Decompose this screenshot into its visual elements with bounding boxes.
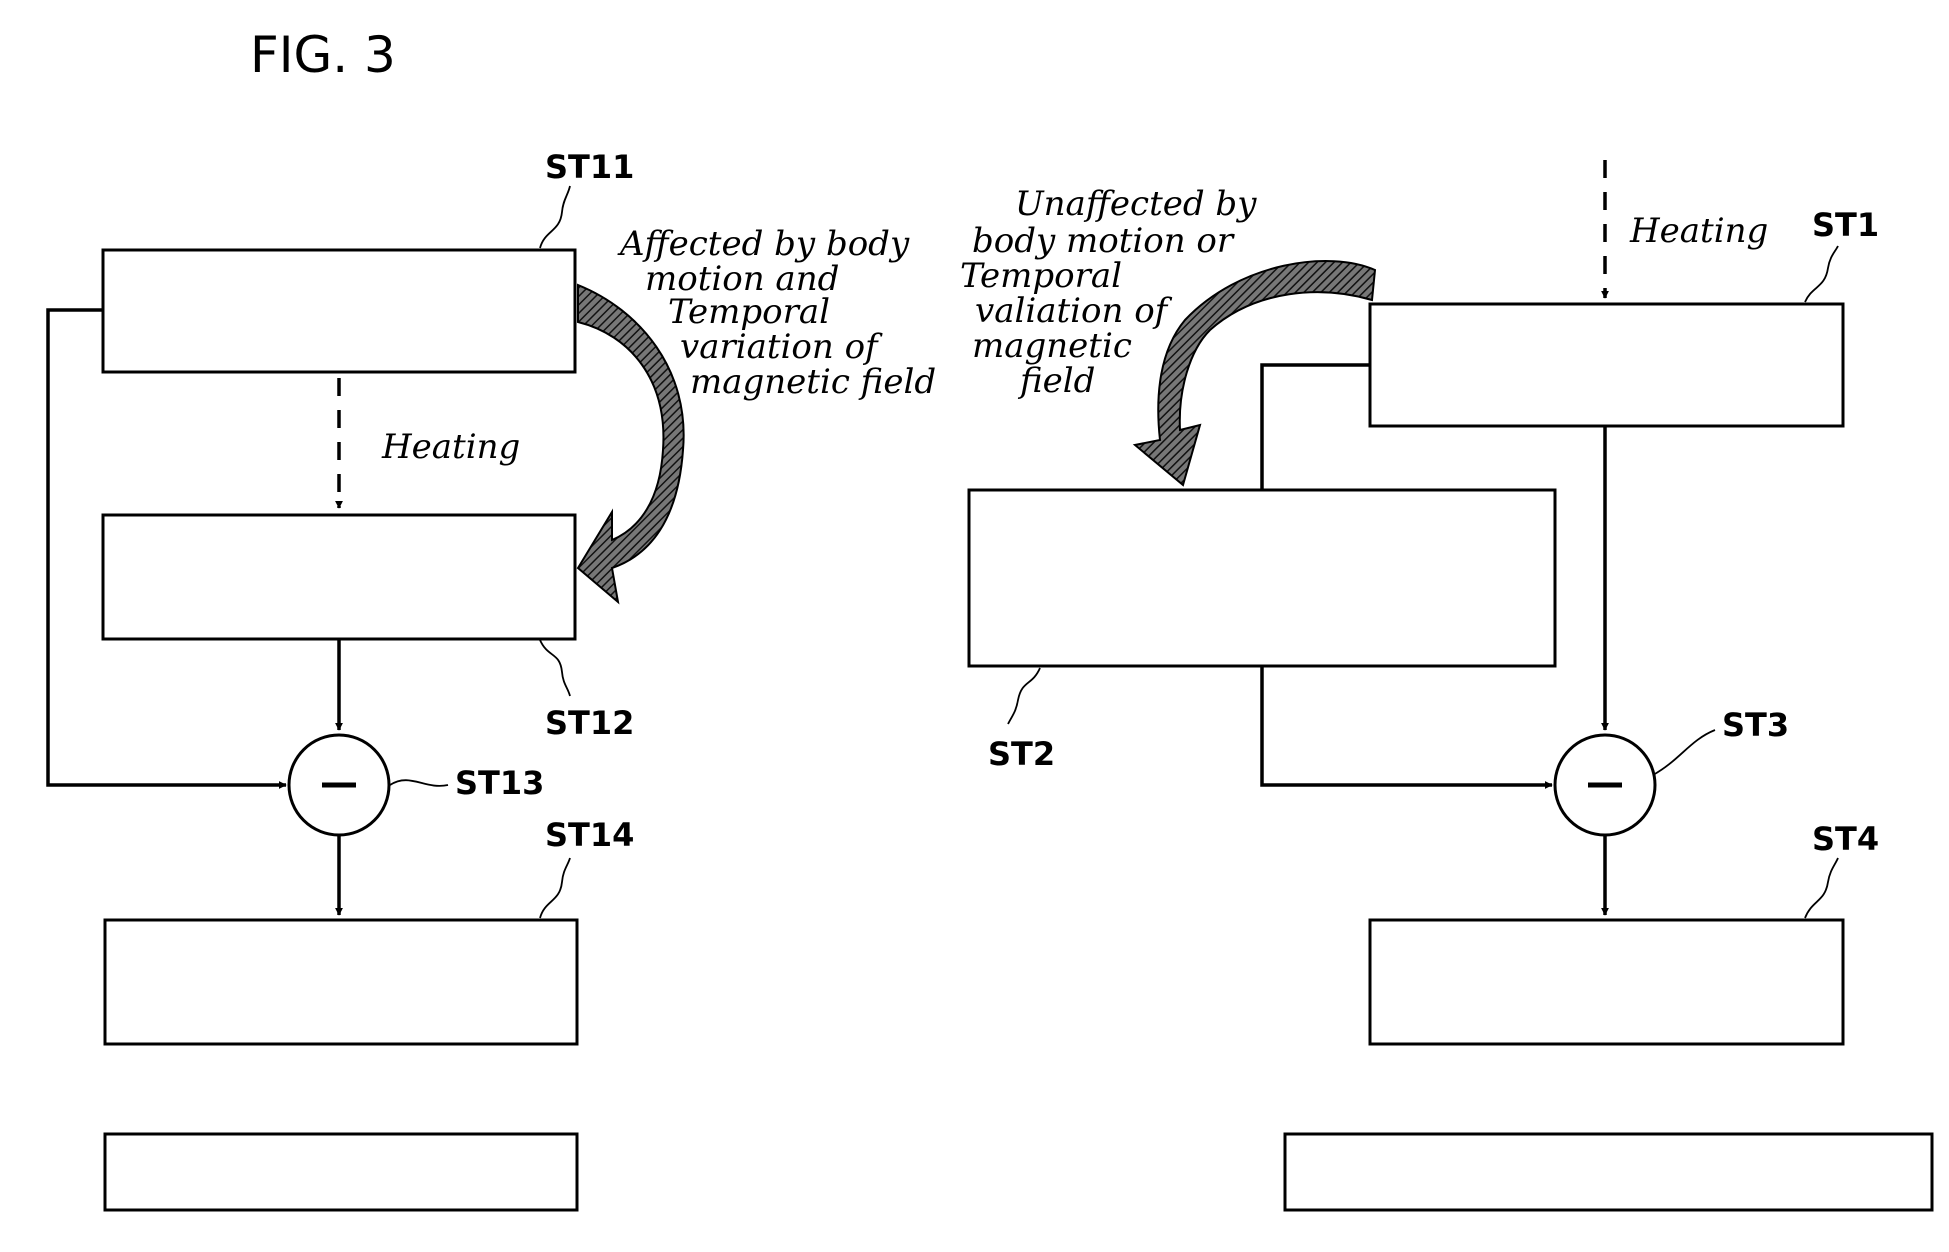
box-st4 — [1370, 920, 1843, 1044]
heating-label-left: Heating — [381, 427, 520, 467]
leader-st3 — [1653, 730, 1715, 775]
label-st12: ST12 — [545, 704, 634, 742]
heating-label-right: Heating — [1629, 211, 1768, 251]
label-st3: ST3 — [1722, 706, 1789, 744]
curved-arrow-left — [578, 285, 684, 602]
box-st12 — [103, 515, 575, 639]
leader-st14 — [540, 858, 570, 918]
label-st1: ST1 — [1812, 206, 1879, 244]
box-st2 — [969, 490, 1555, 666]
label-st2: ST2 — [988, 735, 1055, 773]
leader-st11 — [540, 186, 570, 248]
label-st11: ST11 — [545, 148, 634, 186]
label-st13: ST13 — [455, 764, 544, 802]
leader-st2 — [1008, 668, 1040, 724]
leader-st13 — [390, 780, 448, 786]
box-right-bottom — [1285, 1134, 1932, 1210]
box-st11 — [103, 250, 575, 372]
box-left-bottom — [105, 1134, 577, 1210]
leader-st12 — [540, 640, 570, 696]
label-st4: ST4 — [1812, 820, 1879, 858]
label-st14: ST14 — [545, 816, 634, 854]
figure-title: FIG. 3 — [250, 26, 396, 84]
leader-st1 — [1805, 246, 1838, 302]
arrow-st2-to-st3 — [1262, 666, 1552, 785]
box-st1 — [1370, 304, 1843, 426]
box-st14 — [105, 920, 577, 1044]
line-st1-to-st2 — [1262, 365, 1370, 490]
leader-st4 — [1805, 858, 1838, 918]
